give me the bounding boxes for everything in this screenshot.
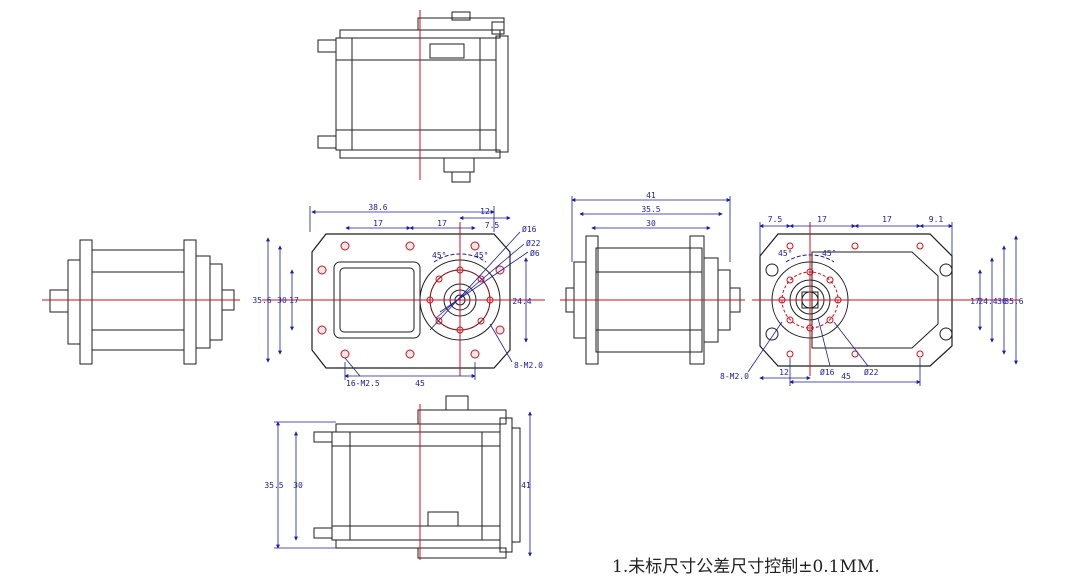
front-dim-7-5: 7.5	[485, 221, 500, 230]
rear-dim-35-6: 35.6	[1004, 297, 1023, 306]
front-dim-24-4: 24.4	[512, 297, 531, 306]
side-dim-41: 41	[646, 191, 656, 200]
rear-dim-17b: 17	[882, 215, 892, 224]
rear-dim-17c: 17	[970, 297, 980, 306]
front-dimensions	[266, 206, 529, 380]
front-callout-6: Ø6	[530, 248, 540, 258]
front-callout-16: Ø16	[522, 224, 537, 234]
rear-angle-a: 45°	[778, 249, 792, 258]
top-view	[317, 11, 509, 183]
front-dim-17c: 17	[289, 296, 299, 305]
bottom-dim-35-5: 35.5	[264, 481, 283, 490]
front-dim-17a: 17	[373, 219, 383, 228]
front-angle-b: 45°	[474, 251, 488, 260]
rear-dim-9-1: 9.1	[929, 215, 944, 224]
front-dimension-labels: 38.6 17 17 12 7.5 35.6 30 17 24.4 Ø16 Ø2…	[252, 203, 543, 388]
front-hole-label-8: 8-M2.0	[514, 361, 543, 370]
front-dim-12: 12	[480, 207, 490, 216]
rear-callout-22: Ø22	[864, 367, 879, 377]
front-dim-30: 30	[277, 296, 287, 305]
bottom-dimensions	[274, 411, 532, 557]
side-dimensions	[571, 196, 731, 262]
side-dim-35-5: 35.5	[641, 205, 660, 214]
bottom-dim-41: 41	[521, 481, 531, 490]
front-callout-22: Ø22	[526, 238, 541, 248]
rear-callout-16: Ø16	[820, 367, 835, 377]
rear-dim-30: 30	[997, 297, 1007, 306]
rear-angle-b: 45°	[822, 249, 836, 258]
tolerance-note: 1.未标尺寸公差尺寸控制±0.1MM.	[612, 557, 880, 577]
front-dim-38-6: 38.6	[368, 203, 387, 212]
front-dim-35-6: 35.6	[252, 296, 271, 305]
bottom-dim-30: 30	[293, 481, 303, 490]
front-hole-label-16: 16-M2.5	[346, 379, 380, 388]
rear-dim-17a: 17	[817, 215, 827, 224]
front-dim-45: 45	[415, 379, 425, 388]
left-side-view	[49, 239, 235, 365]
rear-dim-12: 12	[779, 368, 789, 377]
front-angle-a: 45°	[432, 251, 446, 260]
rear-dim-45: 45	[841, 372, 851, 381]
rear-dimension-labels: 7.5 17 17 9.1 17 24.4 30 35.6 12 Ø16 45 …	[720, 215, 1024, 381]
rear-dim-24-4: 24.4	[978, 297, 997, 306]
front-dim-17b: 17	[437, 219, 447, 228]
side-dim-30: 30	[646, 219, 656, 228]
rear-hole-label: 8-M2.0	[720, 372, 749, 381]
rear-dimensions	[747, 222, 1018, 386]
bottom-view	[313, 395, 521, 559]
rear-dim-7-5: 7.5	[768, 215, 783, 224]
